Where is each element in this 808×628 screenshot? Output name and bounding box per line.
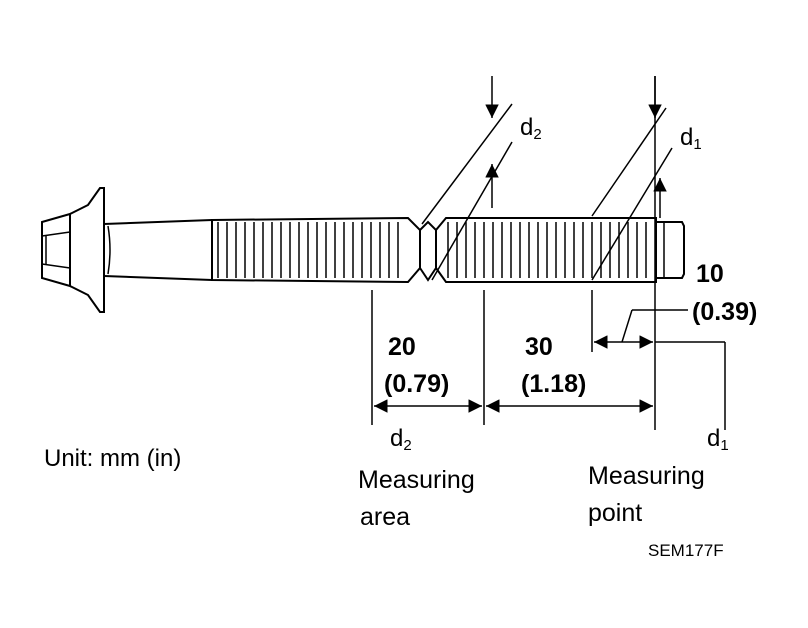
dimension-lines bbox=[371, 290, 726, 430]
d2-bottom-label: d2 bbox=[390, 425, 412, 454]
measuring-area-line2: area bbox=[360, 503, 410, 531]
bolt-hex-head bbox=[41, 212, 71, 288]
dim-20-inch: (0.79) bbox=[384, 370, 449, 398]
dim-30-value: 30 bbox=[525, 333, 553, 361]
bolt-thread-right bbox=[435, 217, 657, 283]
measuring-point-line2: point bbox=[588, 499, 642, 527]
d1-measurement-leader bbox=[591, 76, 673, 430]
dim-10-value: 10 bbox=[696, 260, 724, 288]
measuring-area-line1: Measuring bbox=[358, 466, 475, 494]
bolt-necked-area bbox=[419, 220, 437, 282]
d1-bottom-label: d1 bbox=[707, 425, 729, 454]
d1-top-label: d1 bbox=[680, 124, 702, 153]
bolt-shank bbox=[103, 219, 213, 281]
d2-top-label: d2 bbox=[520, 114, 542, 143]
bolt-flange bbox=[69, 187, 105, 313]
d2-measurement-leader bbox=[421, 76, 513, 281]
unit-label: Unit: mm (in) bbox=[44, 445, 181, 472]
figure-code: SEM177F bbox=[648, 541, 724, 560]
measuring-point-line1: Measuring bbox=[588, 462, 705, 490]
dim-20-value: 20 bbox=[388, 333, 416, 361]
bolt-thread-left bbox=[211, 216, 421, 284]
dim-30-inch: (1.18) bbox=[521, 370, 586, 398]
bolt-drawing bbox=[41, 187, 685, 313]
dim-10-inch: (0.39) bbox=[692, 298, 757, 326]
bolt-tip bbox=[656, 221, 685, 279]
